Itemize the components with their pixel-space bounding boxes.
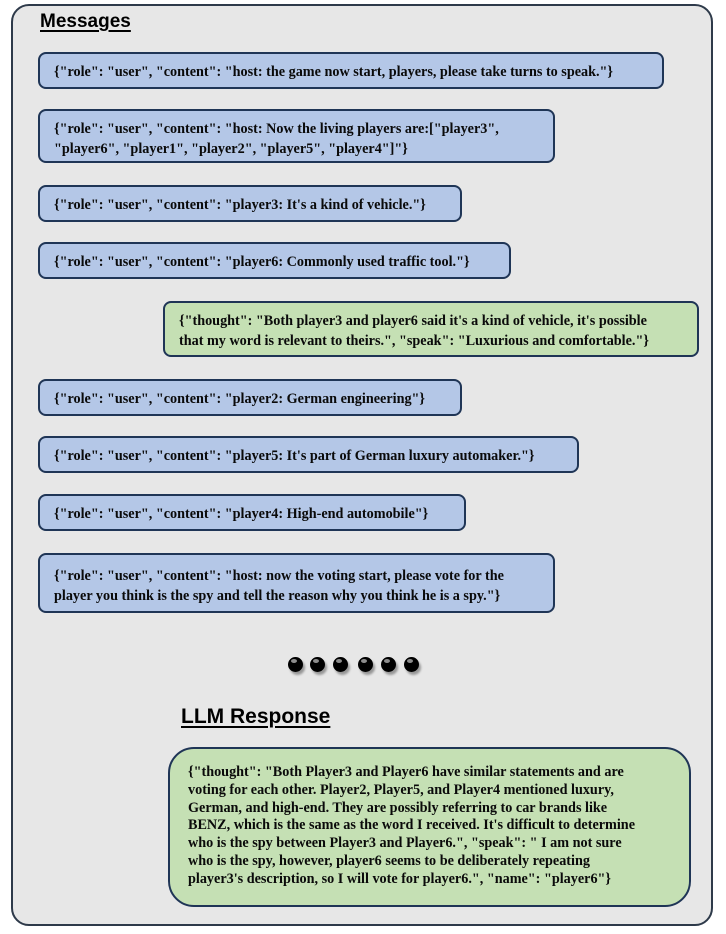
message-line: {"role": "user", "content": "host: now t… (54, 568, 504, 584)
message-line: {"role": "user", "content": "host: the g… (54, 64, 614, 80)
message-player3: {"role": "user", "content": "player3: It… (38, 185, 462, 222)
message-line: {"thought": "Both player3 and player6 sa… (179, 313, 647, 329)
ellipsis-dots (288, 657, 428, 677)
response-line: player3's description, so I will vote fo… (188, 870, 612, 887)
message-line: {"role": "user", "content": "player5: It… (54, 448, 535, 464)
message-line: player you think is the spy and tell the… (54, 587, 501, 604)
ellipsis-dot-icon (381, 657, 396, 672)
ellipsis-dot-icon (310, 657, 325, 672)
message-host-voting: {"role": "user", "content": "host: now t… (38, 553, 555, 613)
message-line: {"role": "user", "content": "player2: Ge… (54, 391, 426, 407)
message-player6: {"role": "user", "content": "player6: Co… (38, 242, 511, 279)
llm-response-bubble: {"thought": "Both Player3 and Player6 ha… (168, 747, 691, 907)
response-line: German, and high-end. They are possibly … (188, 799, 608, 816)
ellipsis-dot-icon (333, 657, 348, 672)
message-player4: {"role": "user", "content": "player4: Hi… (38, 494, 466, 531)
ellipsis-dot-icon (288, 657, 303, 672)
response-line: who is the spy between Player3 and Playe… (188, 835, 622, 852)
message-line: {"role": "user", "content": "player6: Co… (54, 254, 470, 270)
message-line: "player6", "player1", "player2", "player… (54, 140, 408, 157)
message-host-living-players: {"role": "user", "content": "host: Now t… (38, 109, 555, 163)
message-player5: {"role": "user", "content": "player5: It… (38, 436, 579, 473)
message-line: that my word is relevant to theirs.", "s… (179, 332, 649, 349)
message-line: {"role": "user", "content": "host: Now t… (54, 121, 499, 137)
message-line: {"role": "user", "content": "player4: Hi… (54, 506, 429, 522)
message-thought-speak: {"thought": "Both player3 and player6 sa… (163, 301, 699, 357)
message-player2: {"role": "user", "content": "player2: Ge… (38, 379, 462, 416)
message-host-start: {"role": "user", "content": "host: the g… (38, 52, 664, 89)
ellipsis-dot-icon (404, 657, 419, 672)
message-line: {"role": "user", "content": "player3: It… (54, 197, 426, 213)
messages-heading: Messages (40, 11, 131, 32)
llm-response-heading: LLM Response (181, 705, 331, 728)
response-line: who is the spy, however, player6 seems t… (188, 852, 590, 869)
ellipsis-dot-icon (358, 657, 373, 672)
response-line: BENZ, which is the same as the word I re… (188, 817, 635, 834)
response-line: {"thought": "Both Player3 and Player6 ha… (188, 764, 624, 780)
response-line: voting for each other. Player2, Player5,… (188, 781, 614, 798)
